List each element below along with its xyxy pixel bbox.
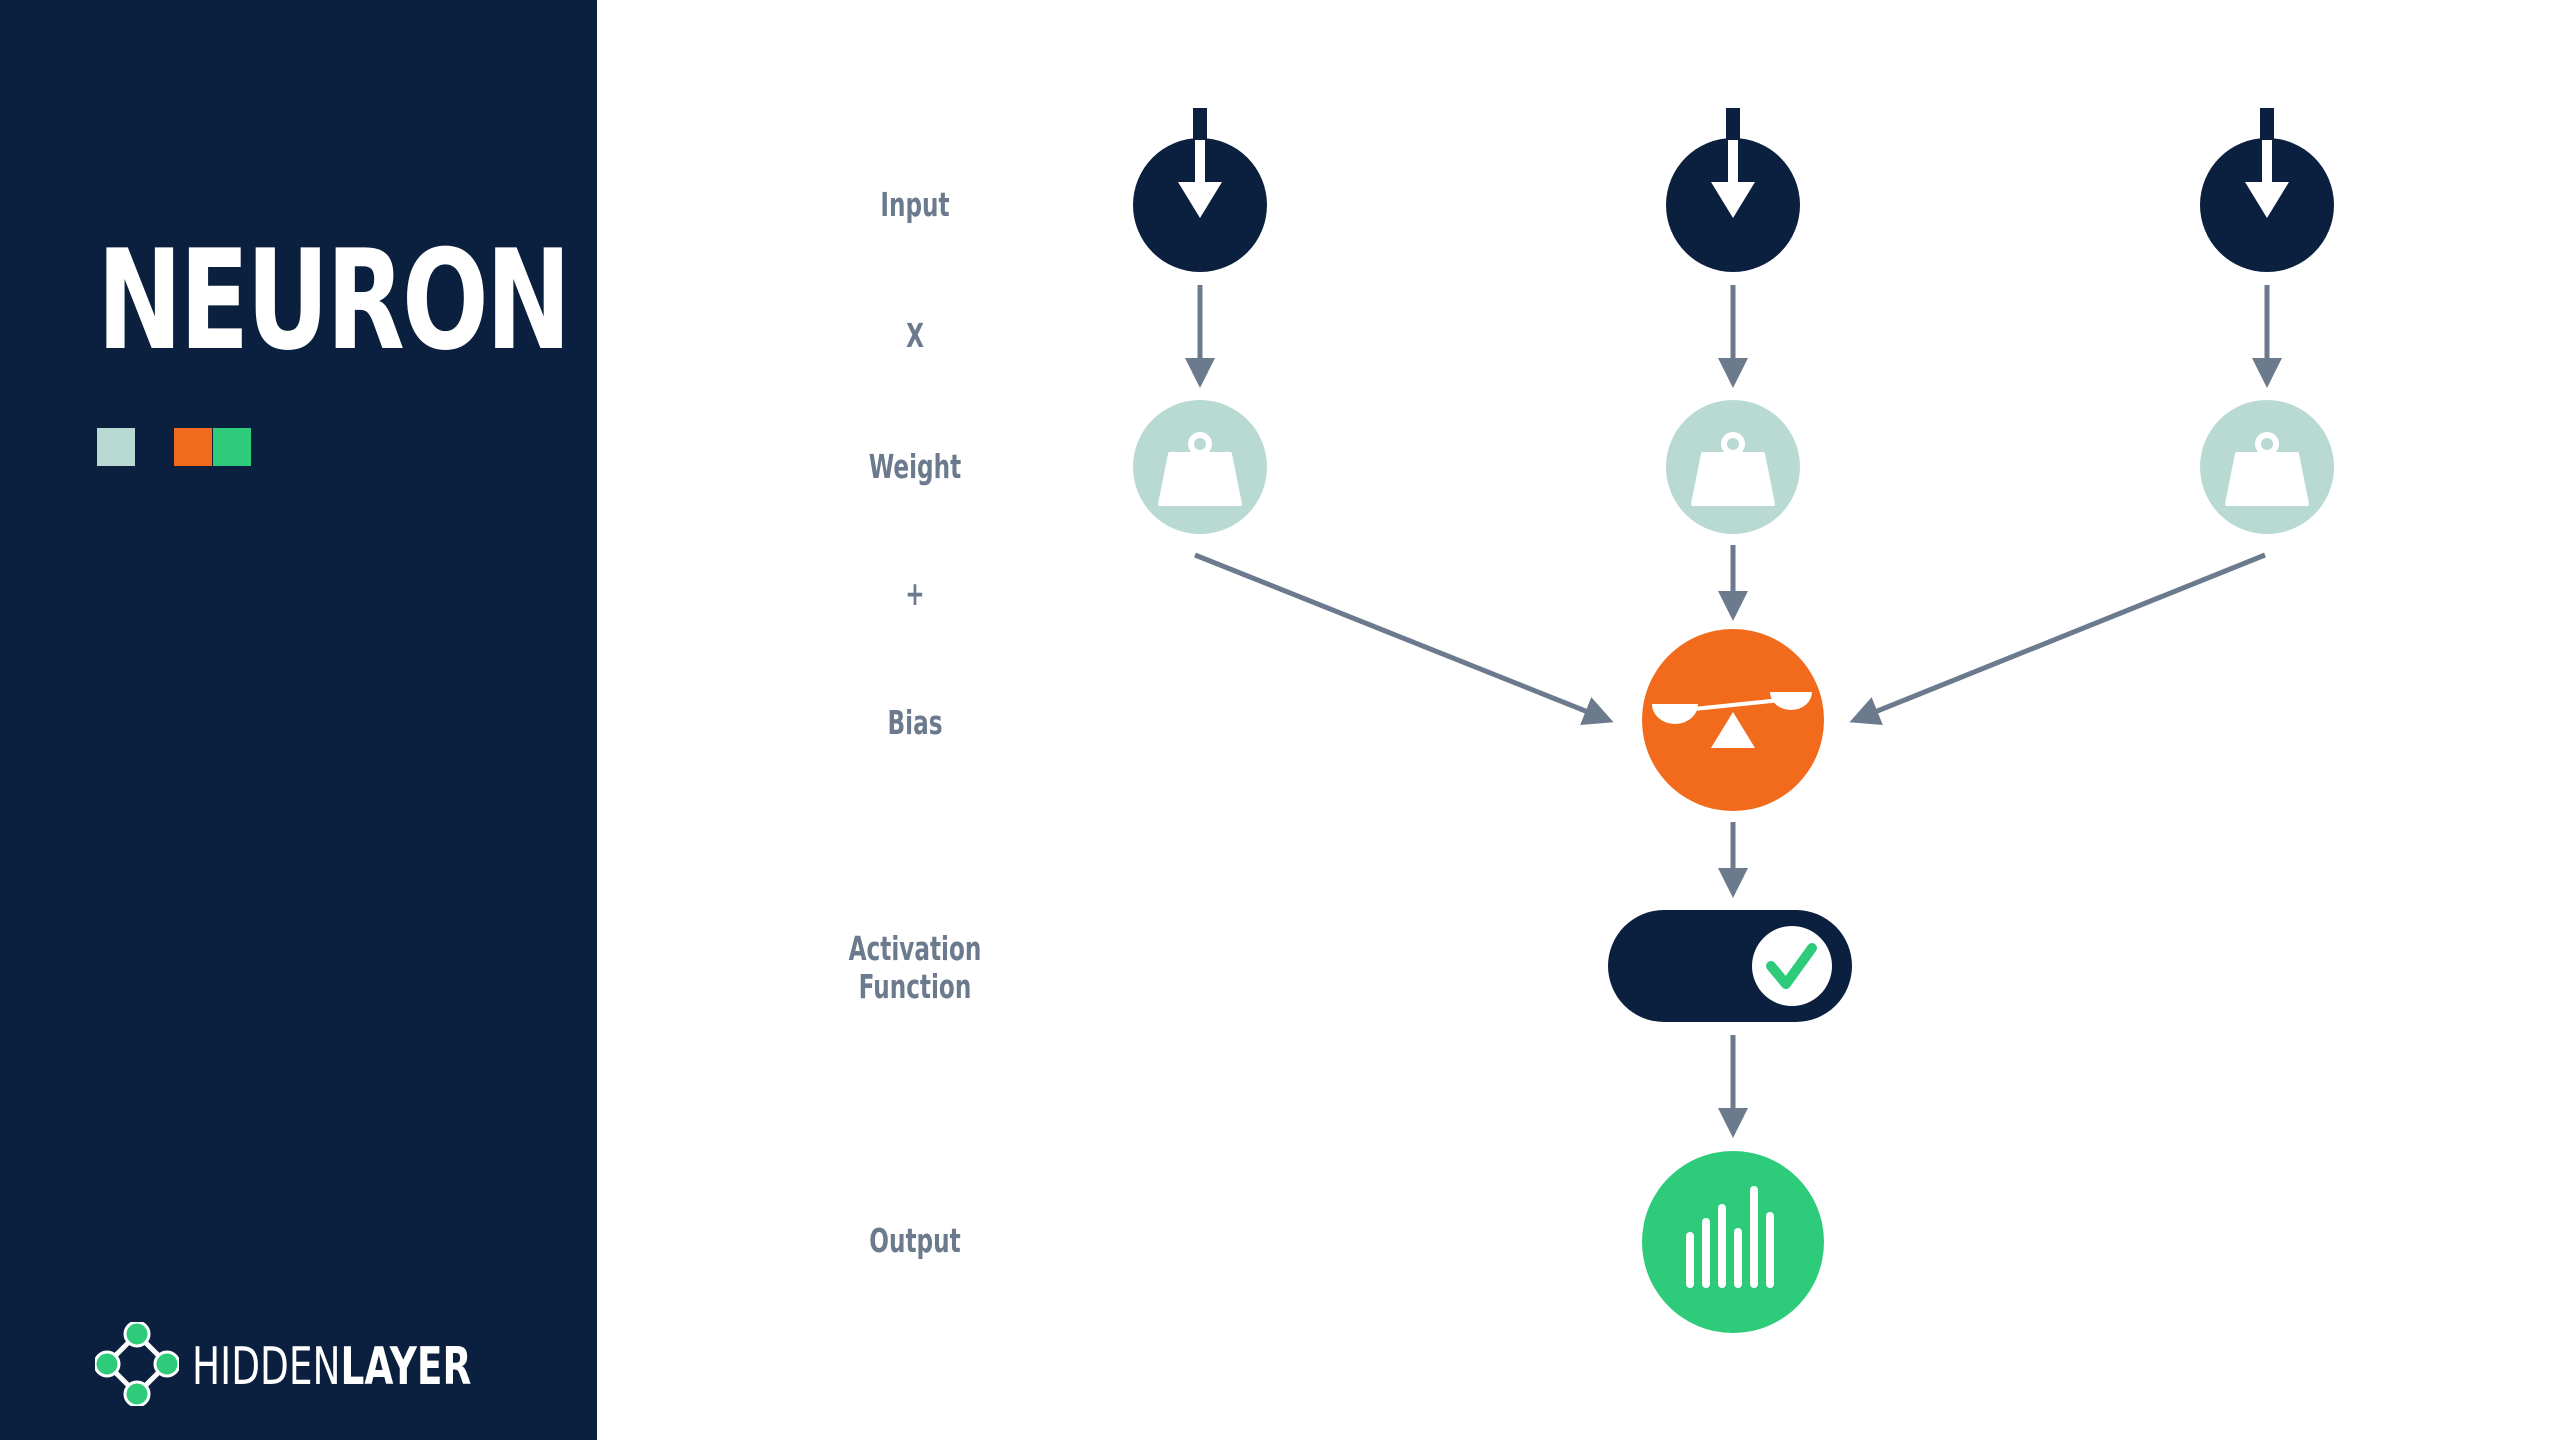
activation-toggle [1608, 910, 1852, 1022]
brand-name-part2: LAYER [340, 1337, 472, 1397]
down-arrow-icon [1178, 108, 1222, 218]
label-input: Input [880, 185, 950, 224]
swatch-weight [97, 428, 135, 466]
brand-name: HIDDENLAYER [192, 1341, 471, 1393]
label-plus: + [905, 574, 925, 613]
balance-scale-icon [1652, 692, 1812, 748]
input-node-1 [1133, 108, 1267, 272]
label-x: X [906, 316, 924, 355]
down-arrow-icon [1711, 108, 1755, 218]
swatch-output [213, 428, 251, 466]
page-title: NEURON [97, 220, 571, 381]
output-node [1642, 1151, 1824, 1333]
toggle-switch-check-icon [1752, 926, 1832, 1006]
label-output: Output [869, 1221, 961, 1260]
label-activation-line2: Function [858, 967, 972, 1006]
weight-node-3 [2200, 400, 2334, 534]
swatch-bias [174, 428, 212, 466]
input-node-3 [2200, 108, 2334, 272]
label-bias: Bias [887, 703, 943, 742]
bias-node [1642, 629, 1824, 811]
bar-chart-icon [1686, 1186, 1774, 1288]
hiddenlayer-logo-icon [95, 1322, 179, 1406]
down-arrow-icon [2245, 108, 2289, 218]
brand-name-part1: HIDDEN [192, 1337, 341, 1397]
label-weight: Weight [868, 447, 962, 486]
weight-node-2 [1666, 400, 1800, 534]
arrow-weight-bias-1 [1194, 552, 1614, 726]
input-node-2 [1666, 108, 1800, 272]
weight-node-1 [1133, 400, 1267, 534]
arrow-weight-bias-3 [1849, 552, 2266, 725]
label-activation-line1: Activation [848, 929, 982, 968]
sidebar: NEURON HIDDENLAYER [0, 0, 597, 1440]
